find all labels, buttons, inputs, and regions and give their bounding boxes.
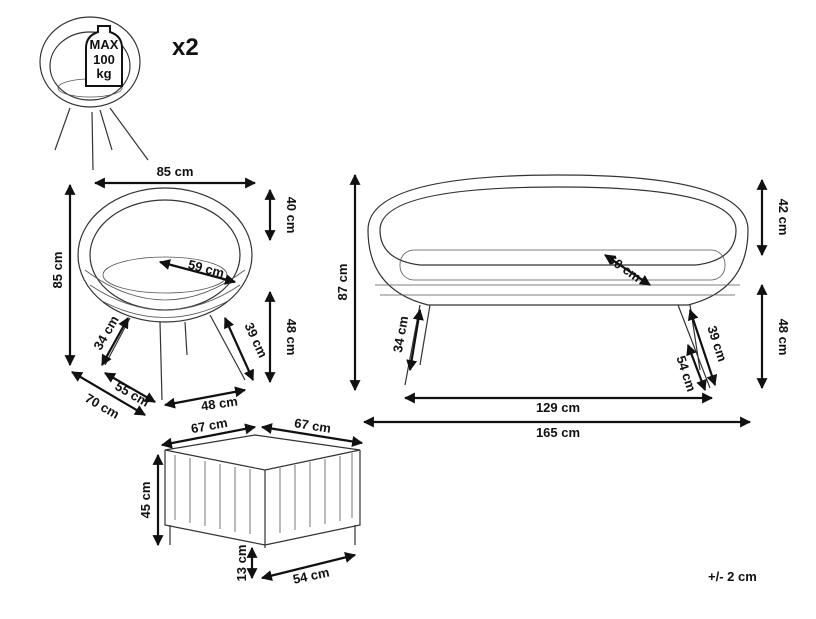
table-leg-height-label: 13 cm [234,545,249,582]
max-unit: kg [96,66,111,81]
chair-seat-depth-label: 59 cm [186,257,226,281]
table-height-label: 45 cm [138,482,153,519]
sofa-total-height-label: 87 cm [335,264,350,301]
table-base-label: 54 cm [291,564,330,586]
table-illustration [164,434,361,548]
sofa-seat-height-label: 48 cm [776,319,791,356]
chair-base-front-label: 48 cm [200,394,239,414]
sofa-base-side-label: 54 cm [673,354,699,394]
chair-seat-height-label: 48 cm [284,319,299,356]
chair-width-label: 85 cm [157,164,194,179]
chair-illustration [77,187,253,401]
chair-leg-front-label: 34 cm [90,313,121,352]
sofa-leg-left-label: 34 cm [390,315,411,354]
chair-base-side-label: 55 cm [113,378,152,409]
max-label: MAX [90,37,119,52]
chair-back-height-label: 40 cm [284,197,299,234]
max-load-badge: MAX 100 kg [85,25,123,87]
tolerance-label: +/- 2 cm [708,569,757,584]
table-width-label: 67 cm [190,415,229,436]
sofa-base-width-label: 129 cm [536,400,580,415]
chair-leg-back-label: 39 cm [241,320,270,360]
sofa-leg-right-label: 39 cm [704,324,730,364]
chair-depth-label: 70 cm [83,390,122,421]
sofa-back-height-label: 42 cm [776,199,791,236]
chair-total-height-label: 85 cm [50,252,65,289]
table-depth-label: 67 cm [293,415,332,436]
small-chair-illustration [39,16,149,171]
quantity-label: x2 [172,34,199,61]
max-value: 100 [93,52,115,67]
sofa-total-width-label: 165 cm [536,425,580,440]
